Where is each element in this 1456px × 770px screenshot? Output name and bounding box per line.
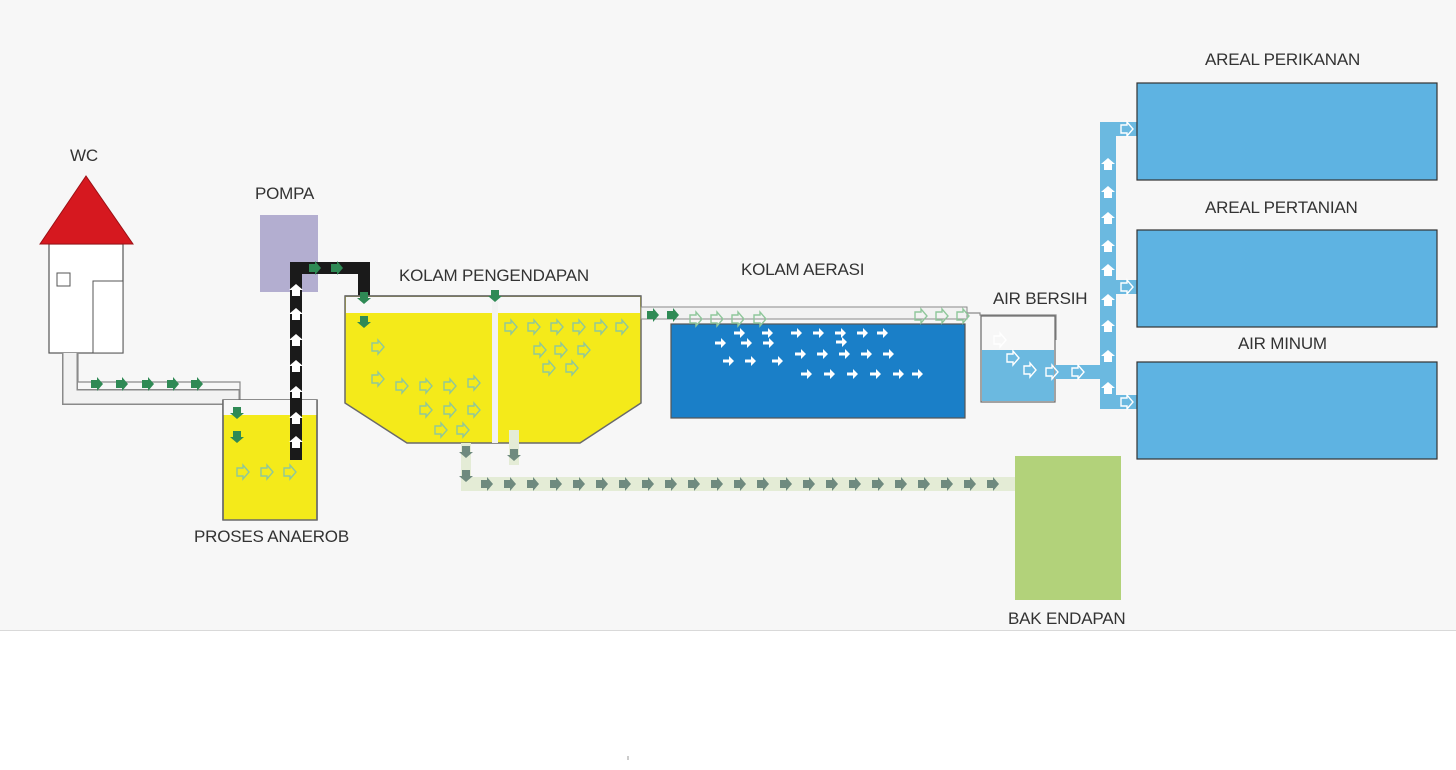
house-roof [39,175,134,245]
sludge-tank [1015,456,1121,600]
pump [260,215,318,292]
aeration-pond [670,323,966,419]
label-bak-endapan: BAK ENDAPAN [1008,609,1126,628]
label-air-minum: AIR MINUM [1238,334,1327,353]
label-areal-perikanan: AREAL PERIKANAN [1205,50,1361,69]
house-door [92,280,124,354]
label-wc: WC [70,146,98,165]
label-areal-pertanian: AREAL PERTANIAN [1205,198,1358,217]
pipe-wc-to-anaerob [62,353,241,445]
label-kolam-pengendapan: KOLAM PENGENDAPAN [399,266,589,285]
settling-pond [344,295,642,444]
distribution-pipe [1055,122,1140,409]
label-proses-anaerob: PROSES ANAEROB [194,527,349,546]
clean-water-tank [980,315,1056,403]
label-air-bersih: AIR BERSIH [993,289,1088,308]
label-pompa: POMPA [255,184,315,203]
house [39,175,134,354]
drinking-water-area [1136,361,1438,460]
footer-mark [627,756,629,760]
house-window [56,272,71,287]
label-kolam-aerasi: KOLAM AERASI [741,260,865,279]
fishery-area [1136,82,1438,181]
agriculture-area [1136,229,1438,328]
